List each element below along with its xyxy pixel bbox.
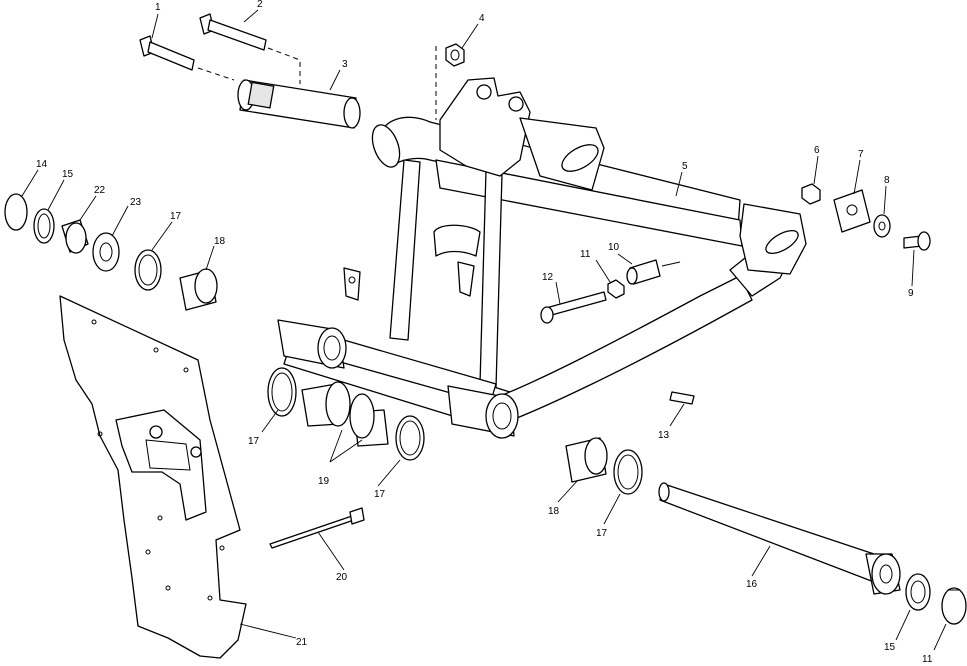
seal-17-left <box>134 249 162 291</box>
callout-7: 7 <box>858 149 864 160</box>
callout-11-right: 11 <box>922 654 933 665</box>
plate-7 <box>833 189 871 233</box>
bolt-1 <box>139 35 195 71</box>
callout-10: 10 <box>608 242 620 253</box>
pivot-shaft-16 <box>658 482 901 595</box>
callout-11: 11 <box>580 249 591 260</box>
washer-23 <box>92 232 120 272</box>
swing-arm-frame <box>277 77 807 439</box>
washer-8 <box>873 214 891 238</box>
nut-6 <box>801 183 821 205</box>
callout-19: 19 <box>318 476 330 487</box>
callout-17-a: 17 <box>170 211 182 222</box>
clip-13 <box>669 391 695 405</box>
callout-22: 22 <box>94 185 106 196</box>
washer-15-right <box>905 573 931 611</box>
callout-15-left: 15 <box>62 169 74 180</box>
bolt-9 <box>903 231 931 251</box>
callout-23: 23 <box>130 197 142 208</box>
nut-22 <box>61 219 89 254</box>
callout-9: 9 <box>908 288 914 299</box>
callout-8: 8 <box>884 175 890 186</box>
bolt-12 <box>540 291 607 324</box>
callout-14: 14 <box>36 159 48 170</box>
bushing-18-left <box>179 268 218 311</box>
spacer-10 <box>626 259 681 285</box>
callout-labels: 1 2 3 4 5 6 7 8 9 10 11 11 12 13 14 15 1… <box>36 0 933 665</box>
mud-flap-21 <box>59 295 247 659</box>
callout-2: 2 <box>257 0 263 10</box>
callout-18-a: 18 <box>214 236 226 247</box>
cable-tie-20 <box>269 507 365 549</box>
bolt-2 <box>199 13 267 51</box>
callout-12: 12 <box>542 272 554 283</box>
bushing-19-a <box>301 381 351 427</box>
bushing-19-b <box>349 393 389 447</box>
cap-14 <box>4 193 28 231</box>
callout-6: 6 <box>814 145 820 156</box>
cap-11-right <box>941 587 967 625</box>
callout-17-d: 17 <box>596 528 608 539</box>
nut-11 <box>607 279 625 299</box>
seal-17-mid-right <box>395 415 425 461</box>
callout-18-b: 18 <box>548 506 560 517</box>
leader-lines <box>21 9 947 651</box>
callout-15-right: 15 <box>884 642 896 653</box>
callout-3: 3 <box>342 59 348 70</box>
callout-17-c: 17 <box>374 489 386 500</box>
callout-16: 16 <box>746 579 758 590</box>
callout-20: 20 <box>336 572 348 583</box>
washer-15-left <box>33 208 55 244</box>
callout-4: 4 <box>479 13 485 24</box>
callout-21: 21 <box>296 637 308 648</box>
seal-17-right <box>613 449 643 495</box>
seal-17-mid-left <box>267 367 297 417</box>
bushing-18-right <box>565 437 608 483</box>
callout-17-b: 17 <box>248 436 260 447</box>
callout-13: 13 <box>658 430 670 441</box>
nut-4 <box>435 43 465 120</box>
shock-pin-3 <box>237 79 361 129</box>
callout-1: 1 <box>155 2 161 13</box>
callout-5: 5 <box>682 161 688 172</box>
